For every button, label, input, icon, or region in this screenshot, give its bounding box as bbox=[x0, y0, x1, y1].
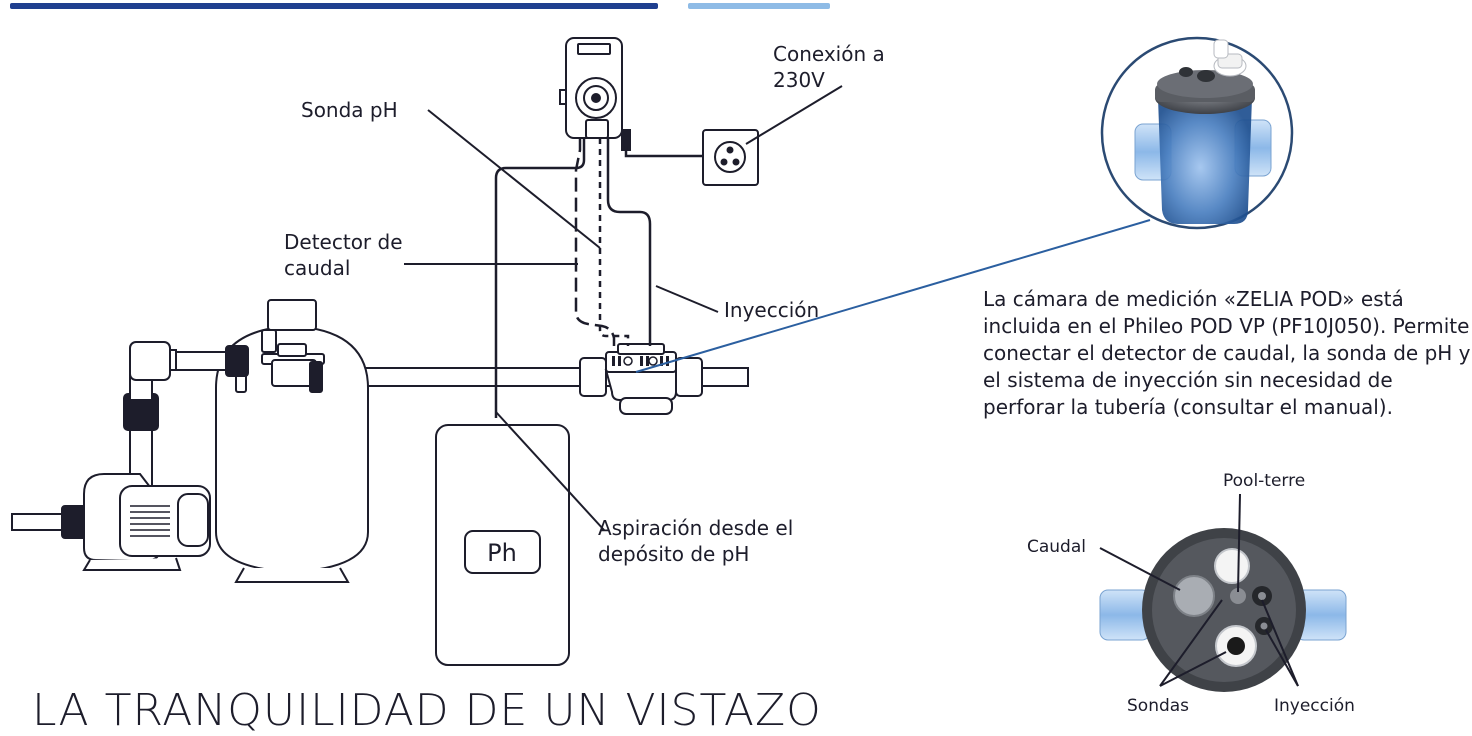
pod-leader-lines bbox=[1099, 493, 1299, 687]
circulation-pump bbox=[11, 473, 211, 571]
ph-tank: Ph bbox=[435, 424, 570, 666]
measurement-chamber bbox=[604, 343, 677, 415]
label-sondas: Sondas bbox=[1127, 696, 1190, 716]
main-pipe bbox=[317, 357, 749, 397]
flow-detector-cable bbox=[574, 138, 616, 346]
page-title: LA TRANQUILIDAD DE UN VISTAZO bbox=[32, 685, 822, 736]
zelia-pod-zoom bbox=[1100, 36, 1294, 230]
label-detector-caudal: Detector de caudal bbox=[284, 230, 403, 280]
zoom-leader bbox=[635, 219, 1151, 373]
suction-tube bbox=[494, 138, 586, 418]
sand-filter bbox=[215, 299, 369, 583]
label-pool-terre: Pool-terre bbox=[1223, 471, 1306, 491]
ph-pump bbox=[559, 37, 631, 151]
installation-diagram: Ph bbox=[11, 36, 1347, 692]
injection-tube bbox=[606, 138, 652, 346]
pod-description: La cámara de medición «ZELIA POD» está i… bbox=[983, 287, 1471, 419]
label-inyeccion-pod: Inyección bbox=[1274, 696, 1355, 716]
leader-conexion bbox=[745, 85, 843, 145]
label-sonda-ph: Sonda pH bbox=[301, 98, 398, 122]
tank-label: Ph bbox=[487, 539, 517, 567]
label-inyeccion: Inyección bbox=[724, 298, 820, 322]
pod-top-view bbox=[1099, 528, 1347, 692]
header-bar-dark bbox=[10, 3, 658, 9]
label-aspiracion: Aspiración desde el depósito de pH bbox=[598, 516, 794, 566]
ph-probe-cable bbox=[598, 138, 630, 346]
label-conexion-230v: Conexión a 230V bbox=[773, 42, 885, 92]
label-caudal: Caudal bbox=[1027, 537, 1086, 557]
power-cable bbox=[624, 146, 703, 158]
header-bar-light bbox=[688, 3, 830, 9]
leader-lines bbox=[404, 109, 719, 531]
power-socket bbox=[702, 129, 759, 186]
